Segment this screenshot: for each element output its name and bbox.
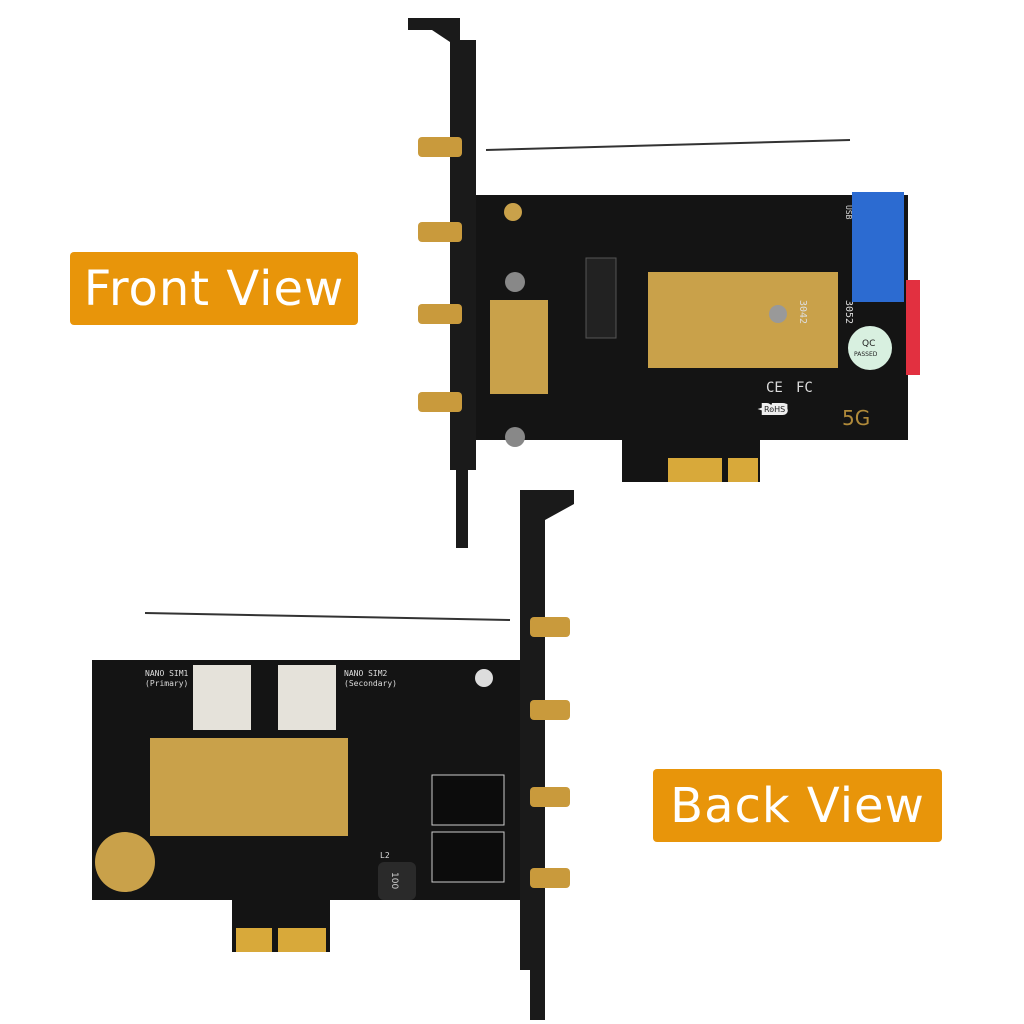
usb-label: USB — [844, 205, 853, 220]
sim2-sub-label: (Secondary) — [344, 679, 397, 688]
back-view-label: Back View — [653, 769, 942, 842]
back-pcie-contacts — [236, 928, 326, 952]
screw — [505, 272, 525, 292]
sim2-label: NANO SIM2 — [344, 669, 388, 678]
usb-header — [852, 192, 904, 302]
inductor — [378, 862, 416, 900]
mount-3052 — [817, 305, 835, 323]
mosfet — [431, 831, 505, 883]
mosfet — [431, 774, 505, 826]
m2-slot — [585, 257, 617, 339]
inductor-ref: L2 — [380, 851, 390, 860]
ce-mark: CE — [766, 380, 783, 396]
slot-3042-label: 3042 — [797, 300, 808, 324]
mount-hole — [475, 669, 493, 687]
screw-3042 — [769, 305, 787, 323]
slot-3052-label: 3052 — [843, 300, 854, 324]
qc-sticker — [848, 326, 892, 370]
gold-pad-area — [150, 738, 348, 836]
front-view-label: Front View — [70, 252, 358, 325]
front-bracket — [408, 18, 476, 548]
red-cable — [906, 280, 920, 375]
back-antenna-wire — [144, 612, 511, 621]
gold-pad-area — [648, 272, 838, 368]
sim1-label: NANO SIM1 — [145, 669, 189, 678]
mount-hole — [504, 203, 522, 221]
back-bracket — [520, 490, 574, 1020]
rohs-mark: RoHS — [764, 405, 785, 414]
sim-slot-2 — [278, 665, 336, 730]
qc-text: QC — [862, 339, 875, 349]
front-antenna-wire — [485, 139, 851, 151]
inductor-value: 100 — [389, 872, 399, 889]
qc-passed-text: PASSED — [854, 351, 878, 358]
back-card: NANO SIM1 (Primary) NANO SIM2 (Secondary… — [92, 490, 574, 1020]
sma-connector — [530, 617, 570, 888]
sma-connector — [418, 137, 462, 412]
front-pcie-contacts — [668, 458, 758, 482]
sim1-sub-label: (Primary) — [145, 679, 188, 688]
5g-mark: 5G — [842, 406, 870, 430]
gold-shield — [490, 300, 548, 394]
sim-slot-1 — [193, 665, 251, 730]
screw — [505, 427, 525, 447]
led-pad — [95, 832, 155, 892]
front-card: 3042 3052 USB QC PASSED CE FC RoHS 5G — [408, 18, 920, 548]
fc-mark: FC — [796, 380, 813, 396]
